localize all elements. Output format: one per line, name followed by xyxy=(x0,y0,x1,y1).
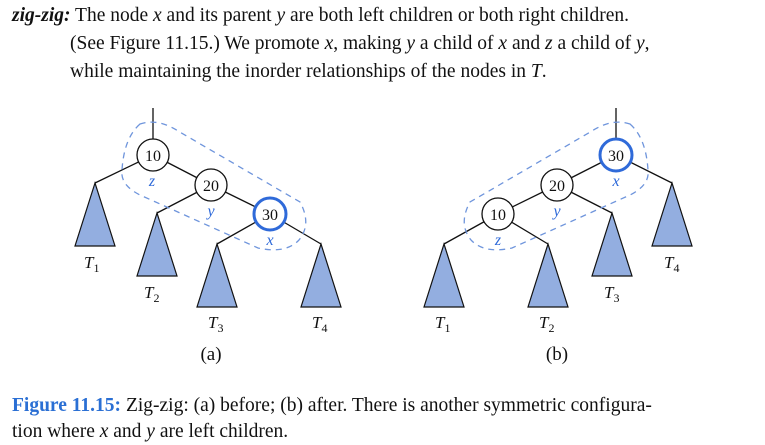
var-y: y xyxy=(635,33,645,54)
caption-text: are left children. xyxy=(154,421,289,442)
paragraph-line-3: while maintaining the inorder relationsh… xyxy=(12,58,760,86)
node-a-10-key: 10 xyxy=(145,148,161,165)
subtree-b-t2 xyxy=(527,242,569,308)
node-b-20-key: 20 xyxy=(549,178,565,195)
node-b-10-key: 10 xyxy=(490,207,506,224)
subtree-label-a-t1-subscript: 1 xyxy=(93,261,99,275)
node-a-20-key: 20 xyxy=(203,178,219,195)
text-segment: and xyxy=(507,33,545,54)
var-x: x xyxy=(324,33,334,54)
label-b-x: x xyxy=(611,173,619,190)
text-segment: , xyxy=(644,33,650,54)
subtree-b-t1 xyxy=(423,242,465,308)
subtree-label-b-t4: T4 xyxy=(664,253,679,275)
dashed-outline-a xyxy=(121,121,307,251)
panel-label-a: (a) xyxy=(200,344,221,365)
var-T: T xyxy=(530,61,542,82)
subtree-a-t4 xyxy=(300,242,342,308)
body-paragraph: zig-zig: The node x and its parent y are… xyxy=(12,2,760,86)
text-segment: a child of xyxy=(415,33,499,54)
node-b-20 xyxy=(540,168,574,202)
var-y: y xyxy=(406,33,416,54)
caption-text: and xyxy=(108,421,147,442)
subtree-label-a-t1: T1 xyxy=(84,253,99,275)
term-zig-zig: zig-zig xyxy=(12,5,65,26)
subtree-label-a-t4: T4 xyxy=(312,313,327,335)
subtree-label-b-t3: T3 xyxy=(604,283,619,305)
text-segment: The node xyxy=(70,5,154,26)
node-b-10 xyxy=(481,197,515,231)
subtree-label-a-t3-subscript: 3 xyxy=(217,321,223,335)
subtree-label-b-t3-subscript: 3 xyxy=(613,291,619,305)
subtree-label-a-t2-subscript: 2 xyxy=(153,291,159,305)
text-segment: , making xyxy=(333,33,407,54)
text-segment: and its parent xyxy=(161,5,277,26)
caption-text: Zig-zig: (a) before; (b) after. There is… xyxy=(121,395,652,416)
subtree-label-b-t2-subscript: 2 xyxy=(548,321,554,335)
text-segment: . xyxy=(541,61,547,82)
subtree-label-a-t4-subscript: 4 xyxy=(321,321,327,335)
node-a-10 xyxy=(136,138,170,172)
node-a-30-key: 30 xyxy=(262,207,278,224)
label-b-z: z xyxy=(494,232,502,249)
label-a-y: y xyxy=(205,203,215,220)
var-z: z xyxy=(544,33,553,54)
subtree-label-b-t1-subscript: 1 xyxy=(444,321,450,335)
var-y: y xyxy=(276,5,286,26)
subtree-a-t2 xyxy=(136,211,178,277)
var-x: x xyxy=(99,421,109,442)
subtree-label-b-t4-subscript: 4 xyxy=(673,261,679,275)
node-b-30 xyxy=(598,137,634,173)
label-b-y: y xyxy=(551,203,561,220)
text-segment: a child of xyxy=(552,33,636,54)
subtree-a-t1 xyxy=(74,181,116,247)
subtree-label-a-t3: T3 xyxy=(208,313,223,335)
text-segment: while maintaining the inorder relationsh… xyxy=(70,61,531,82)
caption-line-1: Figure 11.15: Zig-zig: (a) before; (b) a… xyxy=(12,393,760,419)
text-segment: (See Figure 11.15.) We promote xyxy=(70,33,325,54)
var-x: x xyxy=(153,5,162,26)
caption-label: Figure 11.15: xyxy=(12,395,122,416)
node-a-20 xyxy=(194,168,228,202)
subtree-label-b-t1: T1 xyxy=(435,313,450,335)
node-b-30-key: 30 xyxy=(608,148,624,165)
subtree-label-a-t2: T2 xyxy=(144,283,159,305)
text-segment: are both left children or both right chi… xyxy=(285,5,629,26)
paragraph-line-2: (See Figure 11.15.) We promote x, making… xyxy=(12,30,760,58)
node-a-30 xyxy=(252,196,288,232)
caption-line-2: tion where x and y are left children. xyxy=(12,419,760,445)
subtree-label-b-t2: T2 xyxy=(539,313,554,335)
panel-label-b: (b) xyxy=(546,344,568,365)
label-a-z: z xyxy=(148,173,156,190)
subtree-a-t3 xyxy=(196,242,238,308)
var-y: y xyxy=(146,421,155,442)
label-a-x: x xyxy=(265,232,273,249)
subtree-b-t3 xyxy=(591,211,633,277)
dashed-outline-b xyxy=(463,121,649,251)
var-x: x xyxy=(498,33,508,54)
figure-caption: Figure 11.15: Zig-zig: (a) before; (b) a… xyxy=(12,393,760,445)
paragraph-line-1: zig-zig: The node x and its parent y are… xyxy=(12,2,760,30)
term-colon: : xyxy=(64,5,71,26)
subtree-b-t4 xyxy=(651,181,693,247)
caption-text: tion where xyxy=(12,421,100,442)
